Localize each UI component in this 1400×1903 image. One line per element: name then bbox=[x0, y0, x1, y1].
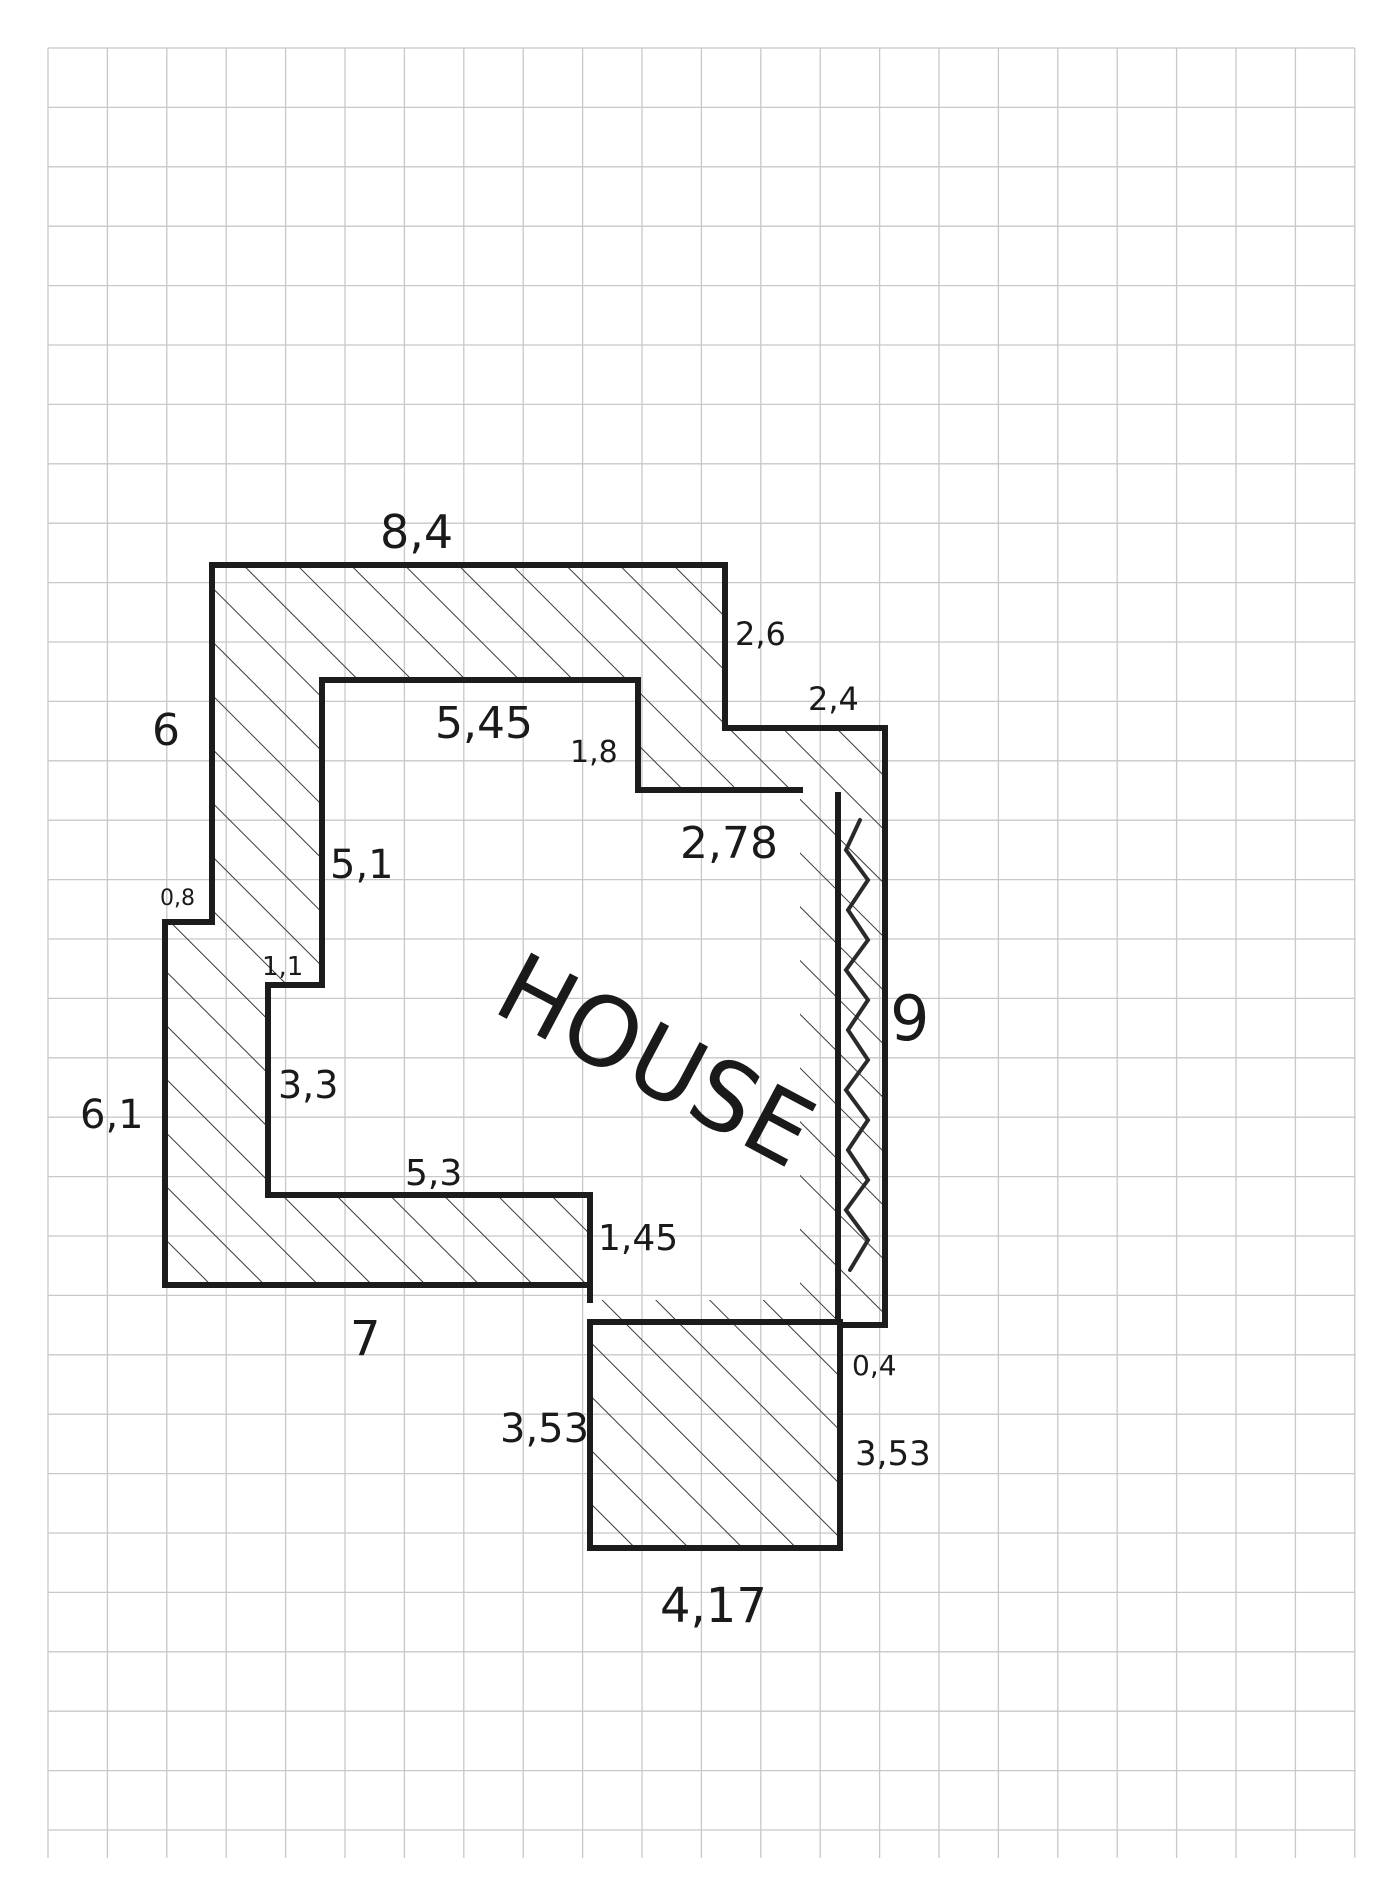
dim-inner-step-vertical: 1,8 bbox=[570, 735, 618, 770]
house-label: HOUSE bbox=[479, 931, 831, 1189]
dim-inner-top: 5,45 bbox=[435, 698, 533, 749]
dim-left-upper-outer: 6 bbox=[152, 705, 180, 756]
dim-top-outer: 8,4 bbox=[380, 505, 453, 559]
dim-right-step-horizontal: 2,4 bbox=[808, 680, 859, 718]
dim-corner-offset: 0,4 bbox=[852, 1349, 897, 1382]
annex-wall bbox=[587, 1319, 843, 1551]
inner-wall bbox=[319, 677, 803, 988]
dim-inner-step-horizontal: 2,78 bbox=[680, 818, 778, 869]
dim-inner-left-upper: 5,1 bbox=[330, 842, 394, 888]
outer-wall bbox=[209, 562, 888, 1325]
hatched-wall-band bbox=[165, 565, 885, 1322]
dim-left-notch: 0,8 bbox=[160, 886, 195, 911]
inner-wall-left-lower bbox=[265, 982, 593, 1303]
dim-inner-bottom: 5,3 bbox=[405, 1153, 462, 1194]
dim-right-wall: 9 bbox=[890, 982, 929, 1055]
dim-annex-bottom: 4,17 bbox=[660, 1578, 767, 1634]
dim-left-lower-outer: 6,1 bbox=[80, 1092, 144, 1138]
dim-right-step-vertical: 2,6 bbox=[735, 615, 786, 653]
dim-inner-left-notch: 1,1 bbox=[262, 952, 303, 982]
right-wall-zigzag bbox=[843, 818, 871, 1272]
dim-annex-right: 3,53 bbox=[855, 1434, 931, 1474]
outer-wall-left-lower bbox=[162, 919, 593, 1288]
dim-inner-left-lower: 3,3 bbox=[278, 1063, 338, 1107]
annex-hatch bbox=[590, 1322, 840, 1547]
dim-annex-left: 3,53 bbox=[500, 1406, 589, 1452]
dim-bottom-outer: 7 bbox=[350, 1311, 381, 1367]
dim-inner-bottom-step: 1,45 bbox=[598, 1218, 678, 1259]
